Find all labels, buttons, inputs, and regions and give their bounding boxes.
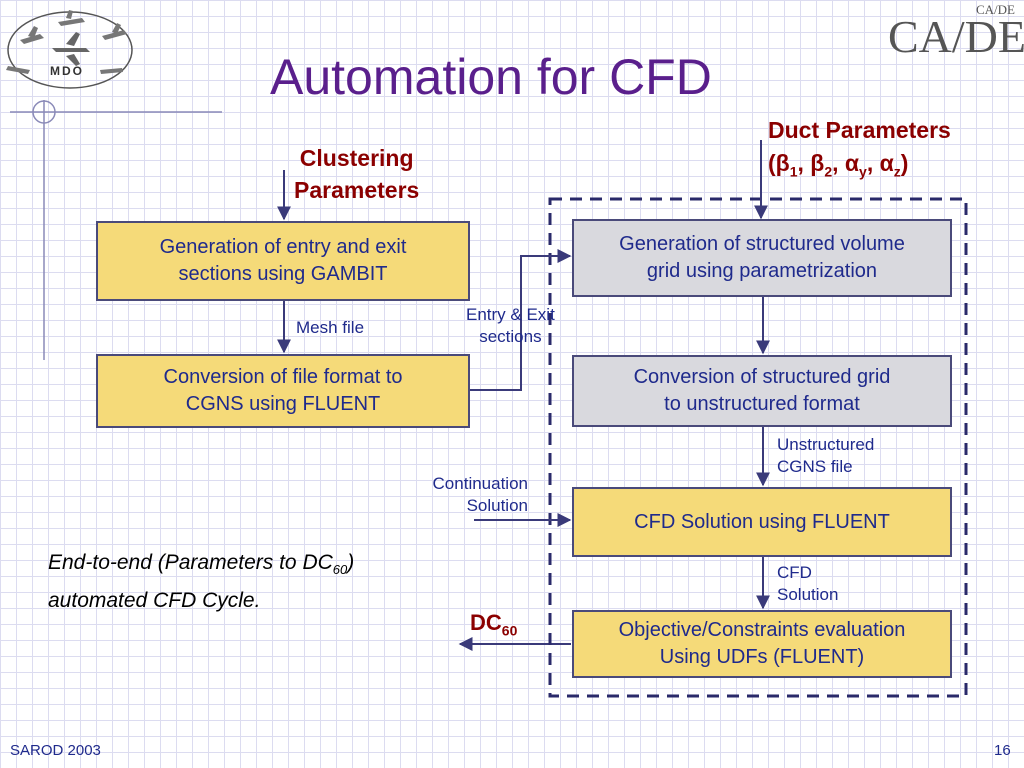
cade-logo-text: CA/DE xyxy=(888,11,1024,62)
cfd-solution-label: CFD Solution xyxy=(777,562,838,606)
duct-close: ) xyxy=(900,150,909,177)
conversion-line1: Conversion of file format to xyxy=(163,366,403,388)
cade-logo-small: CA/DE xyxy=(976,2,1015,17)
objective-box: Objective/Constraints evaluation Using U… xyxy=(572,610,952,678)
dc-sub: 60 xyxy=(501,622,518,639)
duct-parameters-label: Duct Parameters (β1, β2, αy, αz) xyxy=(768,114,951,182)
duct-sub1: 1 xyxy=(789,163,798,180)
unstructured-box: Conversion of structured grid to unstruc… xyxy=(572,355,952,427)
duct-alpha-z: , α xyxy=(866,150,894,177)
duct-alpha-y: , α xyxy=(832,150,860,177)
unstructured-cgns-line2: CGNS file xyxy=(777,457,853,477)
automation-note: End-to-end (Parameters to DC60) automate… xyxy=(48,544,354,620)
duct-line1: Duct Parameters xyxy=(768,117,951,143)
note-line1-prefix: End-to-end (Parameters to DC xyxy=(48,551,333,574)
duct-beta1: (β xyxy=(768,150,790,177)
gambit-line2: sections using GAMBIT xyxy=(178,263,388,285)
continuation-line1: Continuation xyxy=(432,474,528,493)
objective-line1: Objective/Constraints evaluation xyxy=(618,619,906,641)
page-number: 16 xyxy=(994,742,1011,759)
continuation-label: Continuation Solution xyxy=(400,473,528,517)
entry-exit-line2: sections xyxy=(479,327,542,347)
duct-beta2: , β xyxy=(797,150,825,177)
footer-left: SAROD 2003 xyxy=(10,742,101,759)
corner-circle xyxy=(32,100,56,124)
duct-sub4: z xyxy=(893,163,901,180)
unstructured-line1: Conversion of structured grid xyxy=(633,366,891,388)
unstructured-line2: to unstructured format xyxy=(664,393,860,415)
mesh-file-label: Mesh file xyxy=(296,318,365,337)
dc-main: DC xyxy=(470,610,502,635)
objective-line2: Using UDFs (FLUENT) xyxy=(659,646,865,668)
clustering-line1: Clustering xyxy=(299,145,414,171)
continuation-line2: Solution xyxy=(466,496,528,516)
mdo-logo xyxy=(6,10,133,89)
gambit-box: Generation of entry and exit sections us… xyxy=(96,221,470,301)
gambit-line1: Generation of entry and exit xyxy=(159,236,407,258)
volume-grid-box: Generation of structured volume grid usi… xyxy=(572,219,952,297)
unstructured-cgns-line1: Unstructured xyxy=(777,435,875,454)
cfd-solution-label-line1: CFD xyxy=(777,563,812,582)
clustering-parameters-label: Clustering Parameters xyxy=(294,142,419,206)
cfd-solution-box: CFD Solution using FLUENT xyxy=(572,487,952,557)
cfd-solution-text: CFD Solution using FLUENT xyxy=(634,510,890,533)
cade-logo: CA/DE xyxy=(888,10,1024,63)
dc60-label: DC60 xyxy=(470,610,517,638)
note-line1-sub: 60 xyxy=(332,562,348,578)
note-line2: automated CFD Cycle. xyxy=(48,588,261,612)
mdo-logo-text: MDO xyxy=(50,64,84,78)
unstructured-cgns-label: Unstructured CGNS file xyxy=(777,434,874,478)
entry-exit-arrow xyxy=(470,249,572,391)
slide-title: Automation for CFD xyxy=(270,49,712,105)
note-line1: End-to-end (Parameters to DC60) xyxy=(48,544,354,582)
volume-line2: grid using parametrization xyxy=(646,260,878,282)
cfd-solution-label-line2: Solution xyxy=(777,585,839,605)
note-line1-suffix: ) xyxy=(347,551,355,574)
entry-exit-label: Entry & Exit sections xyxy=(466,304,555,348)
clustering-line2: Parameters xyxy=(294,177,420,204)
duct-sub2: 2 xyxy=(824,163,833,180)
volume-line1: Generation of structured volume xyxy=(619,233,905,255)
duct-line2: (β1, β2, αy, αz) xyxy=(768,147,951,182)
entry-exit-line1: Entry & Exit xyxy=(466,305,555,324)
conversion-line2: CGNS using FLUENT xyxy=(185,393,381,415)
duct-sub3: y xyxy=(859,163,867,180)
automated-region-border xyxy=(548,197,968,698)
conversion-box: Conversion of file format to CGNS using … xyxy=(96,354,470,428)
